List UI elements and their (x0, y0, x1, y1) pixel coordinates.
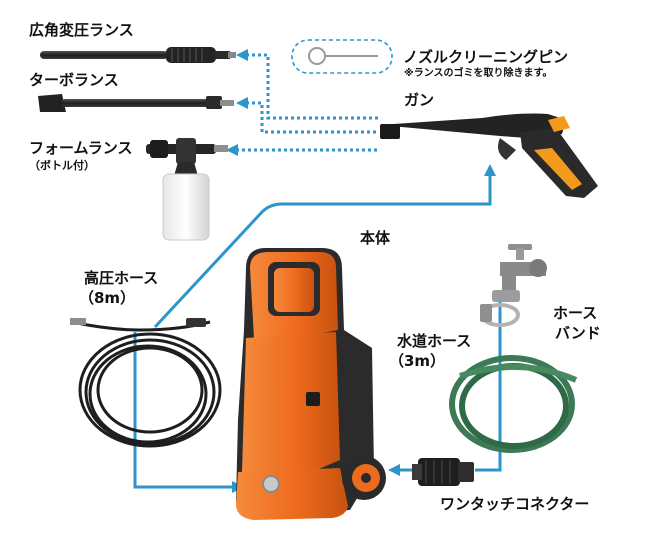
high-pressure-hose-label: 高圧ホース (84, 269, 159, 287)
water-hose-length: （3m） (389, 352, 446, 370)
nozzle-pin-note: ※ランスのゴミを取り除きます。 (404, 68, 553, 79)
hose-band-image (480, 303, 520, 327)
washer-body-image (236, 248, 386, 520)
nozzle-pin-label: ノズルクリーニングピン (403, 48, 569, 66)
gun-image (380, 113, 598, 198)
connector-image (412, 458, 474, 486)
faucet-image (492, 244, 547, 302)
hose-band-label-line1: ホース (553, 304, 598, 322)
water-hose-label: 水道ホース (397, 332, 472, 350)
connector-label: ワンタッチコネクター (440, 495, 590, 513)
high-pressure-hose-length: （8m） (79, 289, 136, 307)
arrow-wide-lance (236, 49, 248, 61)
turbo-lance-image (38, 94, 234, 112)
high-pressure-hose-image (70, 318, 222, 448)
arrow-gun (484, 164, 496, 176)
body-label: 本体 (360, 229, 391, 247)
gun-to-hose-line (153, 172, 492, 329)
foam-lance-label: フォームランス (29, 139, 133, 157)
hose-to-body-line (133, 332, 240, 489)
arrow-body-inlet (388, 464, 400, 476)
turbo-lance-link-line (246, 101, 378, 134)
foam-lance-note: （ボトル付） (29, 159, 95, 172)
arrowheads (226, 49, 496, 493)
hose-band-label-line2: バンド (555, 324, 601, 342)
nozzle-pin-image (291, 39, 393, 74)
gun-label: ガン (404, 91, 435, 109)
water-hose-image (449, 355, 578, 453)
wide-lance-label: 広角変圧ランス (29, 21, 134, 39)
foam-lance-image (146, 138, 228, 241)
wide-lance-image (40, 47, 236, 63)
turbo-lance-label: ターボランス (29, 71, 119, 89)
arrow-turbo-lance (236, 97, 248, 109)
wide-lance-link-line (246, 53, 378, 120)
lance-connection-lines (236, 53, 378, 152)
arrow-foam-lance (226, 144, 238, 156)
